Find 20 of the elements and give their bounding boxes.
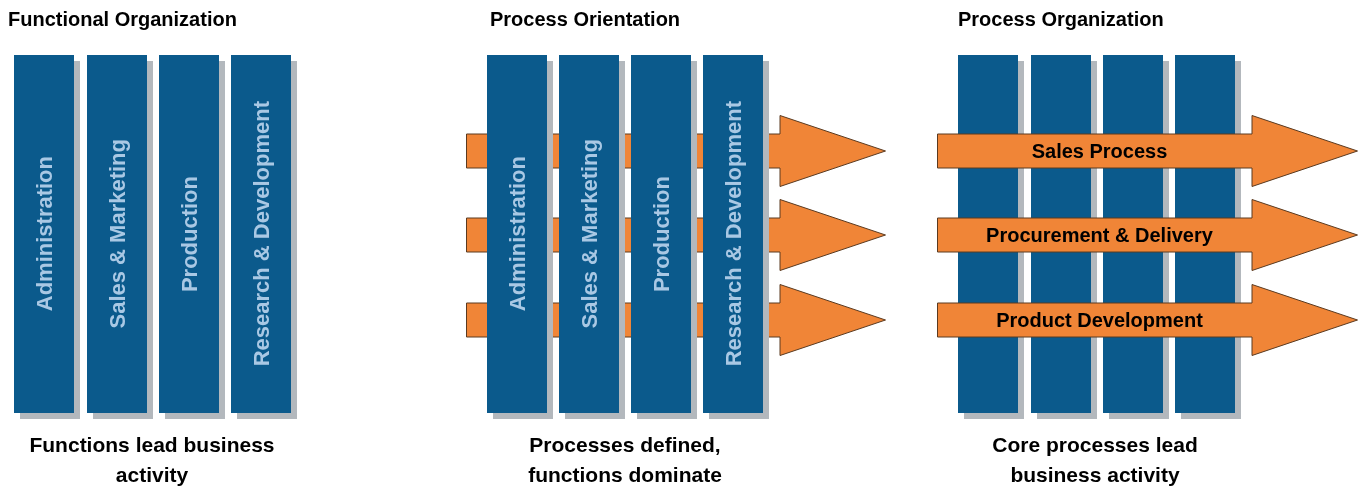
process-arrow (937, 115, 1358, 187)
column-label: Administration (30, 156, 58, 312)
panel-caption: Functions lead business activity (28, 432, 276, 488)
column-label: Administration (503, 156, 531, 312)
process-label: Product Development (995, 308, 1204, 333)
panel-title: Functional Organization (8, 7, 238, 32)
panel-title: Process Orientation (490, 7, 682, 32)
column-label: Sales & Marketing (575, 139, 603, 329)
panel-caption: Processes defined, functions dominate (527, 432, 723, 488)
column-label: Production (647, 175, 675, 293)
column-label: Sales & Marketing (103, 139, 131, 329)
process-label: Sales Process (1030, 139, 1169, 164)
panel-caption: Core processes lead business activity (991, 432, 1199, 488)
process-arrow (937, 199, 1358, 271)
process-arrow (937, 284, 1358, 356)
process-label: Procurement & Delivery (985, 223, 1214, 248)
column-label: Research & Development (247, 101, 275, 367)
column-label: Research & Development (719, 101, 747, 367)
column-label: Production (175, 175, 203, 293)
panel-title: Process Organization (958, 7, 1165, 32)
